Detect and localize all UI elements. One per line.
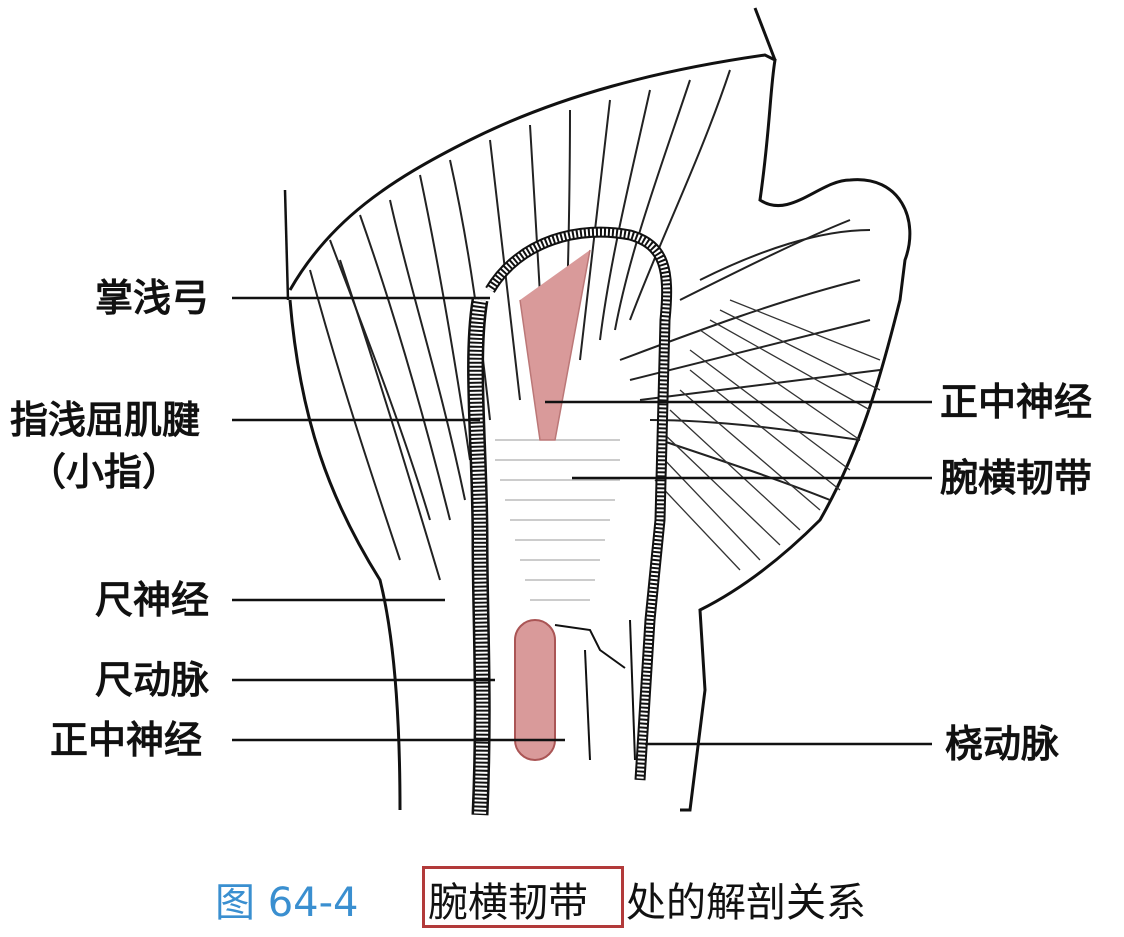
label-median-nerve-right: 正中神经	[940, 380, 1093, 424]
label-fds-tendon-sub: （小指）	[28, 450, 181, 494]
label-palmar-arch: 掌浅弓	[95, 276, 210, 320]
hand-outline	[288, 53, 912, 812]
anatomy-illustration	[232, 7, 932, 816]
label-ulnar-artery: 尺动脉	[95, 658, 210, 702]
ligament-hatching	[495, 439, 620, 601]
caption-highlight-text: 腕横韧带	[428, 880, 588, 926]
caption-highlight-box	[422, 866, 624, 928]
hand-outline-top	[753, 7, 777, 61]
tendon-lines	[309, 69, 881, 581]
leader-lines	[232, 296, 932, 746]
label-median-nerve-left: 正中神经	[50, 718, 203, 762]
label-fds-tendon: 指浅屈肌腱	[10, 398, 201, 442]
median-nerve-lower	[514, 619, 556, 761]
wrist-left-edge	[288, 299, 402, 811]
figure-caption: 图 64-4 腕横韧带 处的解剖关系	[0, 862, 1124, 928]
label-ulnar-nerve: 尺神经	[95, 578, 210, 622]
forearm-left-line	[283, 189, 290, 301]
label-radial-artery: 桡动脉	[945, 722, 1060, 766]
caption-rest-text: 处的解剖关系	[626, 880, 866, 926]
thenar-hatching	[654, 299, 881, 571]
figure-number: 图 64-4	[215, 880, 359, 926]
median-nerve-upper	[519, 249, 591, 441]
label-transverse-carpal-ligament: 腕横韧带	[940, 456, 1093, 500]
